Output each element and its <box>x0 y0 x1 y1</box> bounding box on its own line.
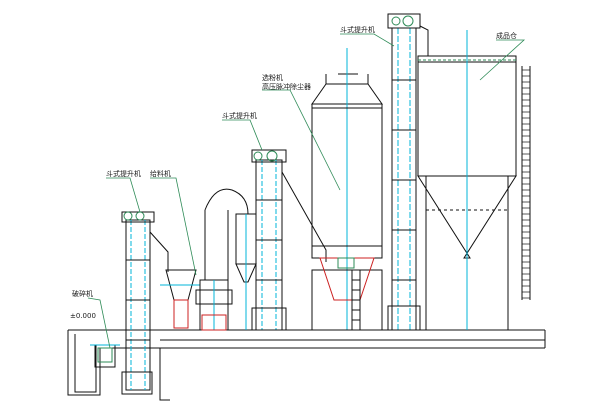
label-elevator-1: 斗式提升机 <box>106 169 141 178</box>
ladder-rungs <box>522 69 530 299</box>
bucket-elevator-2 <box>251 149 327 331</box>
silo-ladder <box>521 66 531 300</box>
label-silo: 成品仓 <box>496 31 517 40</box>
crusher-pit <box>90 344 120 368</box>
grinding-mill <box>195 188 257 331</box>
label-feeder: 给料机 <box>150 169 171 178</box>
dust-collector <box>311 48 383 331</box>
label-crusher: 破碎机 <box>72 289 93 298</box>
foundation <box>67 329 546 401</box>
label-separator-line2: 高压脉冲除尘器 <box>262 82 311 91</box>
label-separator-line1: 选粉机 <box>262 73 283 82</box>
label-level: ±0.000 <box>70 312 96 320</box>
label-elevator-2: 斗式提升机 <box>222 111 257 120</box>
leader-lines <box>87 33 526 349</box>
bucket-elevator-3 <box>387 13 429 331</box>
product-silo <box>417 30 517 330</box>
label-elevator-3: 斗式提升机 <box>340 25 375 34</box>
bucket-elevator-1 <box>121 211 169 395</box>
feeder-hopper <box>160 269 200 329</box>
